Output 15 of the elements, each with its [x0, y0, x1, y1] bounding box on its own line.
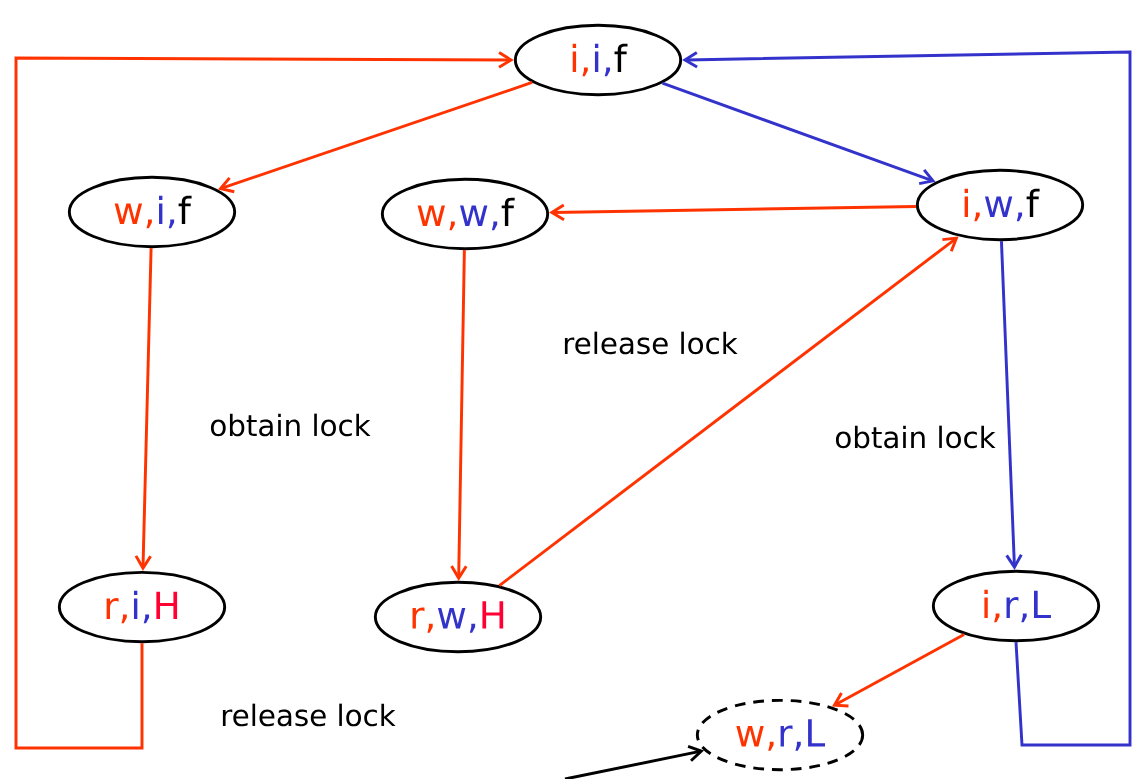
arrow	[498, 236, 959, 587]
arrow	[1000, 241, 1023, 570]
arrow	[549, 203, 916, 221]
arrow	[217, 81, 533, 194]
arrow	[450, 250, 468, 581]
edge-label: obtain lock	[831, 423, 999, 452]
edge-label: release lock	[559, 329, 741, 357]
arrow	[134, 248, 153, 571]
arrow	[14, 51, 514, 750]
edge-label: release lock	[217, 701, 399, 730]
arrow	[682, 50, 1132, 747]
arrow	[661, 81, 936, 186]
arrow	[832, 633, 965, 708]
arrow	[564, 744, 705, 779]
edge-label: obtain lock	[206, 411, 374, 439]
